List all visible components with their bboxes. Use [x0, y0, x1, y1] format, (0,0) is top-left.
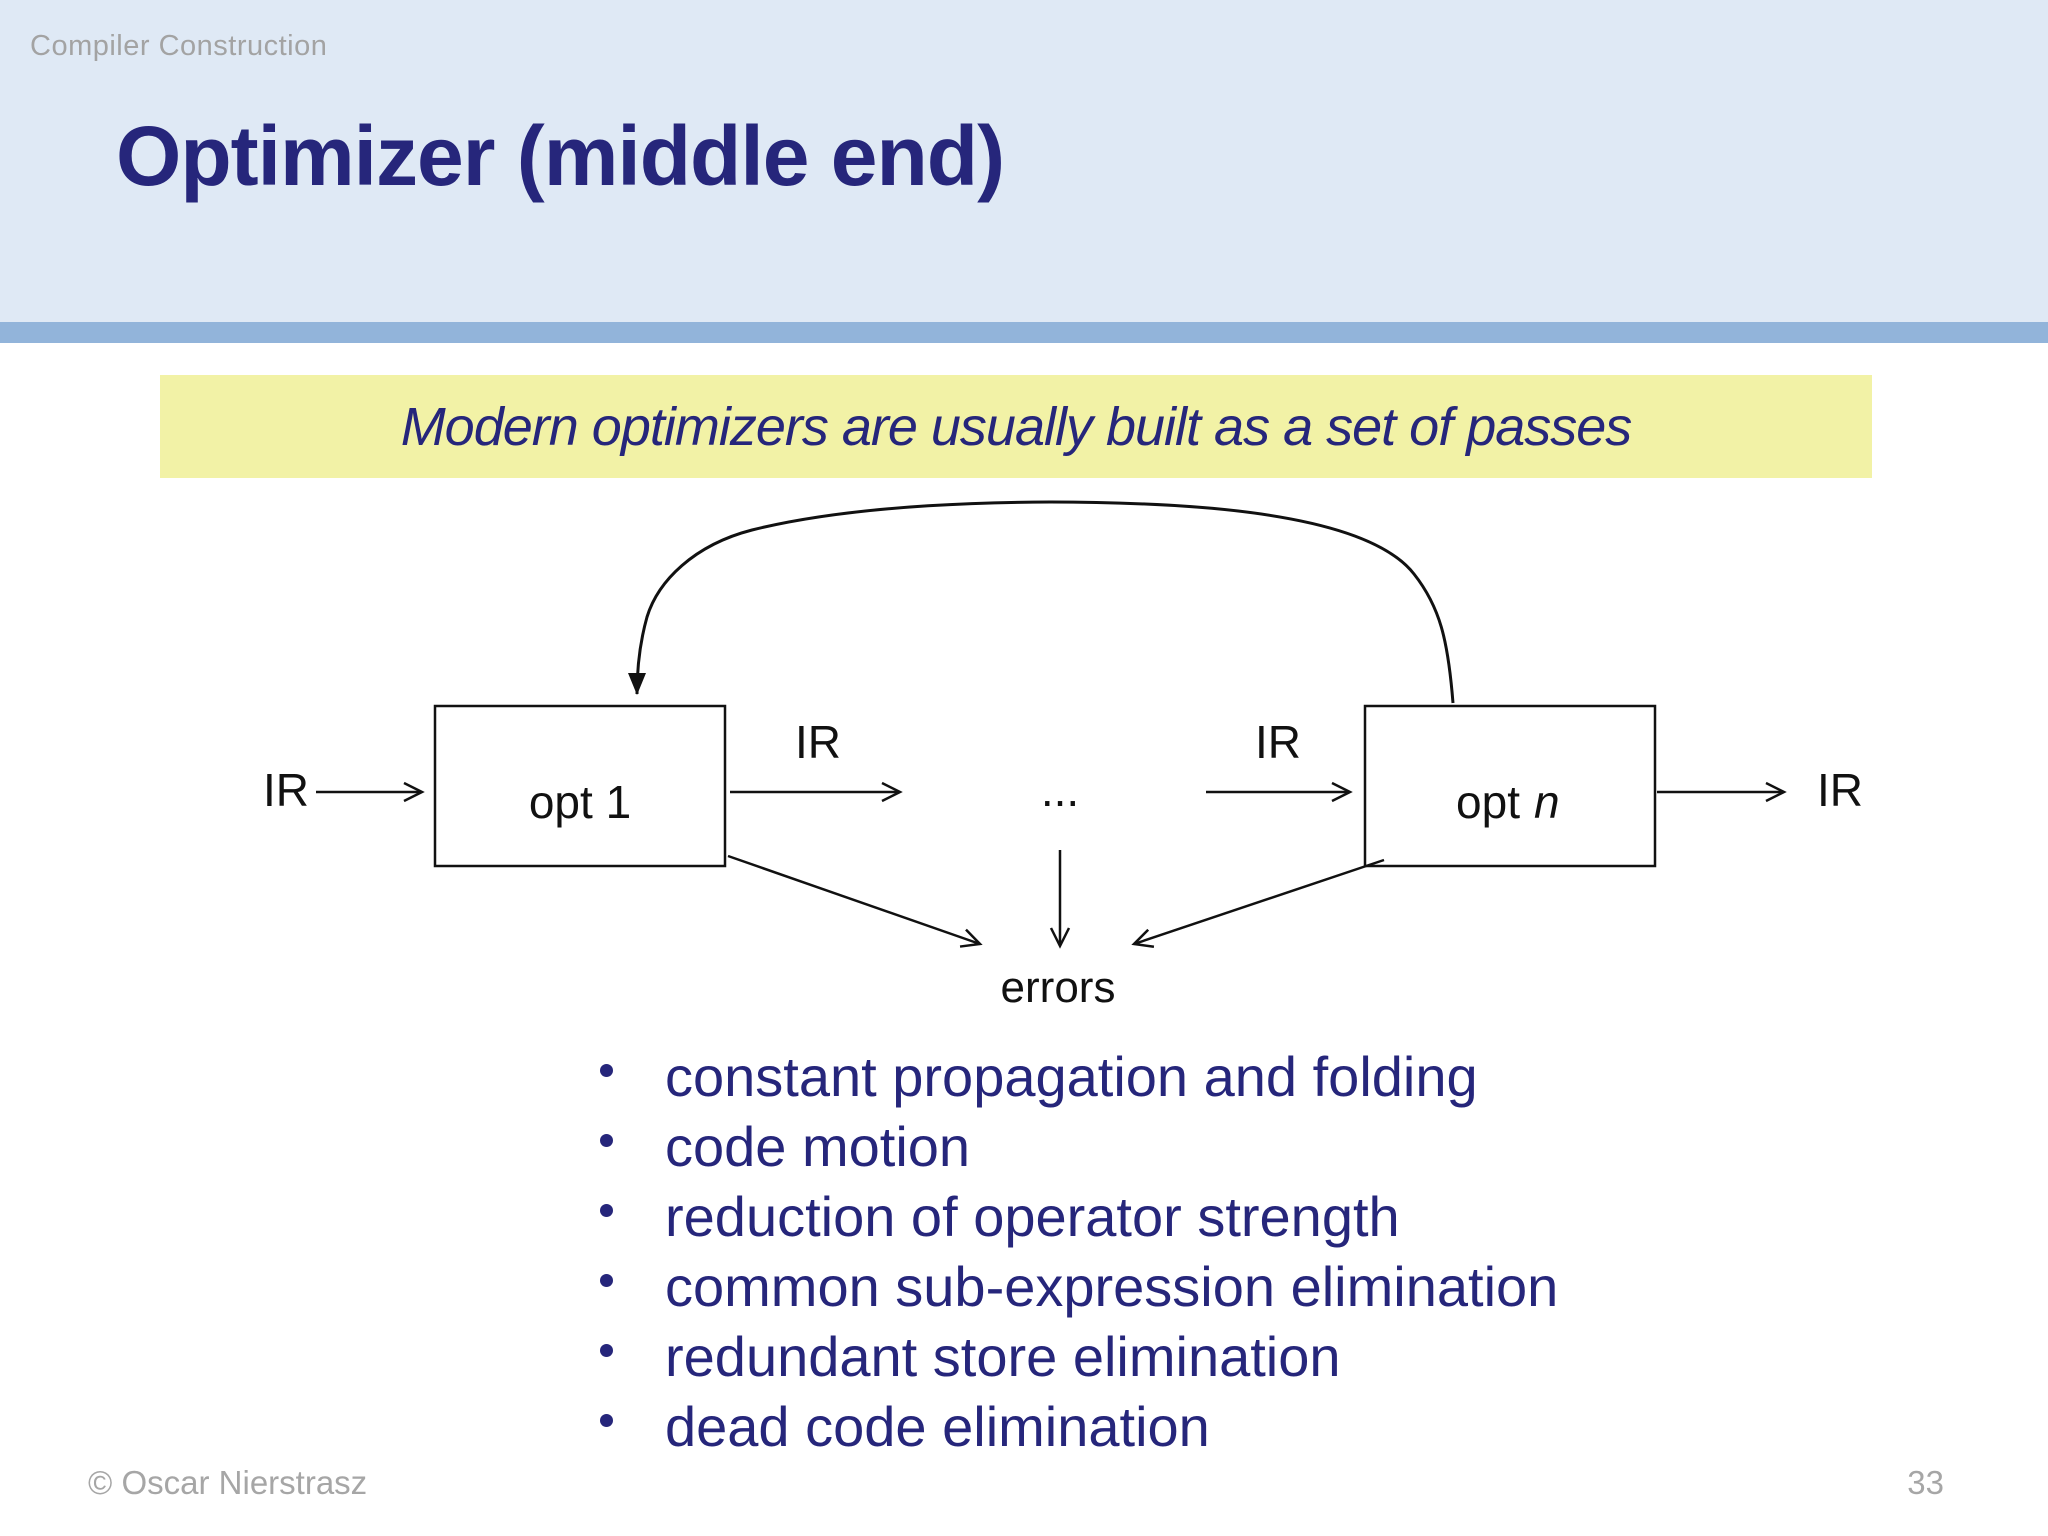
optn-label-n: n: [1534, 776, 1560, 828]
list-item: constant propagation and folding: [600, 1044, 1558, 1114]
header-band: [0, 0, 2048, 322]
accent-strip: [0, 322, 2048, 343]
bullet-text: code motion: [665, 1115, 971, 1178]
bullet-list: constant propagation and folding code mo…: [600, 1044, 1558, 1464]
bullet-icon: [600, 1134, 613, 1147]
bullet-text: dead code elimination: [665, 1395, 1210, 1458]
bullet-text: common sub-expression elimination: [665, 1255, 1559, 1318]
optn-errors-arrow: [1131, 858, 1385, 949]
opt1-box: [433, 704, 727, 868]
opt1-label: opt 1: [529, 776, 631, 828]
course-label: Compiler Construction: [30, 30, 328, 62]
optn-box: [1363, 704, 1657, 868]
copyright-text: © Oscar Nierstrasz: [88, 1464, 368, 1501]
feedback-loop-arrow: [628, 500, 1455, 704]
list-item: reduction of operator strength: [600, 1184, 1558, 1254]
ellipsis-label: ...: [1041, 764, 1079, 816]
highlight-callout: Modern optimizers are usually built as a…: [160, 375, 1872, 478]
optn-label-prefix: opt: [1456, 776, 1520, 828]
bullet-text: redundant store elimination: [665, 1325, 1341, 1388]
callout-text: Modern optimizers are usually built as a…: [400, 396, 1633, 457]
bullet-icon: [600, 1344, 613, 1357]
bullet-icon: [600, 1274, 613, 1287]
opt1-errors-arrow: [727, 854, 983, 948]
bullet-icon: [600, 1414, 613, 1427]
ir-between-label-1: IR: [795, 716, 841, 768]
bullet-text: constant propagation and folding: [665, 1045, 1478, 1108]
list-item: code motion: [600, 1114, 1558, 1184]
list-item: dead code elimination: [600, 1394, 1558, 1464]
page-number: 33: [1907, 1464, 1944, 1501]
list-item: common sub-expression elimination: [600, 1254, 1558, 1324]
errors-label: errors: [1001, 963, 1116, 1012]
ir-input-label: IR: [263, 764, 309, 816]
bullet-text: reduction of operator strength: [665, 1185, 1400, 1248]
bullet-icon: [600, 1204, 613, 1217]
ir-output-label: IR: [1817, 764, 1863, 816]
list-item: redundant store elimination: [600, 1324, 1558, 1394]
ir-between-label-2: IR: [1255, 716, 1301, 768]
page-title: Optimizer (middle end): [116, 109, 1005, 203]
bullet-icon: [600, 1064, 613, 1077]
